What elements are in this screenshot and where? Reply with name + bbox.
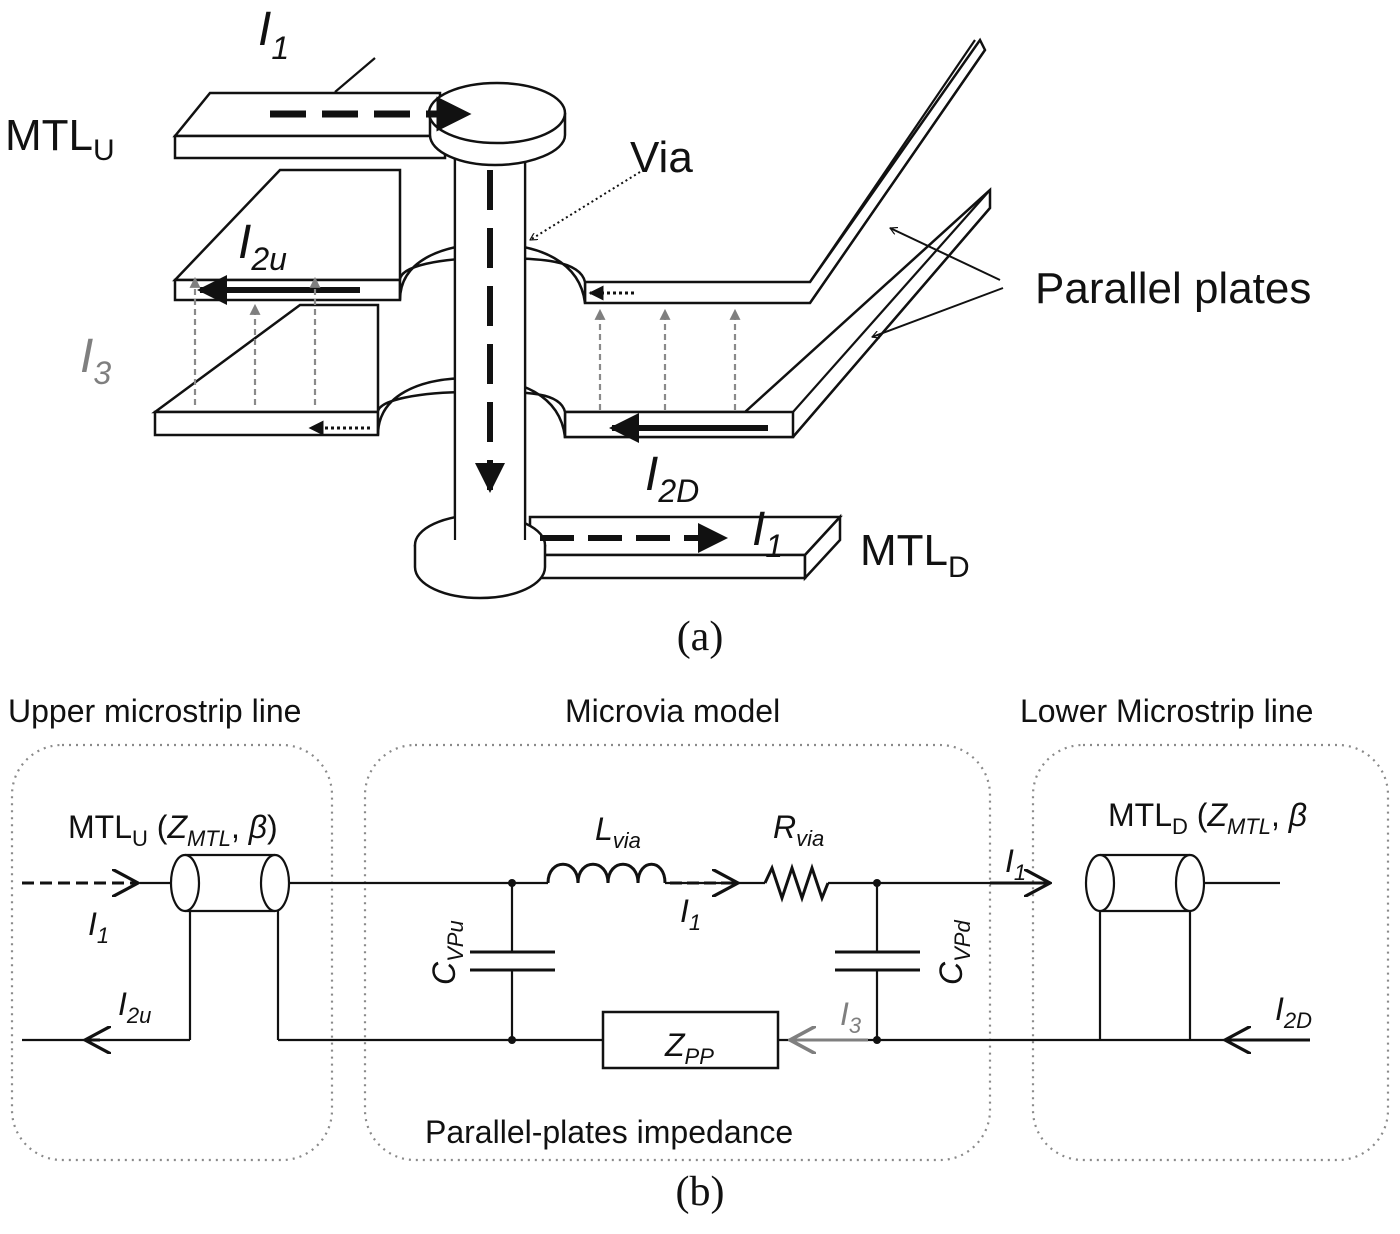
label-mtl-u-params: MTLU (ZMTL, β) <box>68 809 278 851</box>
caption-b: (b) <box>676 1169 725 1215</box>
label-i2d-current: I2D <box>1275 991 1312 1033</box>
label-i1-right: I1 <box>1005 843 1026 885</box>
parallel-plates-pointers <box>872 228 1004 337</box>
label-z-pp: ZPP <box>664 1027 714 1069</box>
caption-a: (a) <box>677 614 724 660</box>
i3-displacement-arrows <box>189 276 741 410</box>
c-vpd-capacitor <box>835 879 920 1044</box>
label-mtl-d: MTLD <box>860 526 970 584</box>
label-via: Via <box>630 133 693 182</box>
upper-section-box <box>10 743 334 1162</box>
via-pointer <box>530 171 641 241</box>
mtl-u-coax <box>169 853 291 1040</box>
c-vpu-capacitor <box>470 879 555 1044</box>
mtl-d-coax <box>1084 853 1230 1042</box>
panel-a: I1 MTLU Via I2u Parallel plates I3 I2D I… <box>5 3 1311 660</box>
section-middle-title: Microvia model <box>565 693 780 729</box>
section-upper-title: Upper microstrip line <box>8 693 301 729</box>
label-i2d: I2D <box>645 448 699 509</box>
section-lower-title: Lower Microstrip line <box>1020 693 1313 729</box>
label-i1-mid: I1 <box>680 893 701 935</box>
section-bottom-title: Parallel-plates impedance <box>425 1114 793 1150</box>
label-parallel-plates: Parallel plates <box>1035 264 1311 313</box>
r-via-resistor <box>763 863 830 903</box>
label-i3-current: I3 <box>840 996 862 1038</box>
label-i1-bottom: I1 <box>752 503 783 564</box>
label-i1-top: I1 <box>258 3 289 66</box>
label-mtl-d-params: MTLD (ZMTL, β <box>1108 797 1307 839</box>
panel-b: Upper microstrip line Microvia model Low… <box>8 693 1390 1215</box>
label-mtl-u: MTLU <box>5 111 115 167</box>
label-i2u: I2u <box>238 216 287 277</box>
label-c-vpu: CVPu <box>426 920 468 985</box>
upper-parallel-plate <box>172 37 987 305</box>
mtl-u-strip <box>172 81 567 167</box>
label-r-via: Rvia <box>773 809 824 851</box>
lower-section-box <box>1031 743 1390 1162</box>
label-i2u-current: I2u <box>118 986 151 1028</box>
l-via-inductor <box>546 862 667 884</box>
label-i1-left: I1 <box>88 906 109 948</box>
label-c-vpd: CVPd <box>933 920 975 985</box>
upper-trace-feed <box>334 57 376 93</box>
z-pp-impedance <box>601 1010 780 1070</box>
middle-section-box <box>363 743 992 1162</box>
lower-parallel-plate <box>151 187 992 439</box>
label-l-via: Lvia <box>595 811 641 853</box>
label-i3: I3 <box>80 330 111 391</box>
